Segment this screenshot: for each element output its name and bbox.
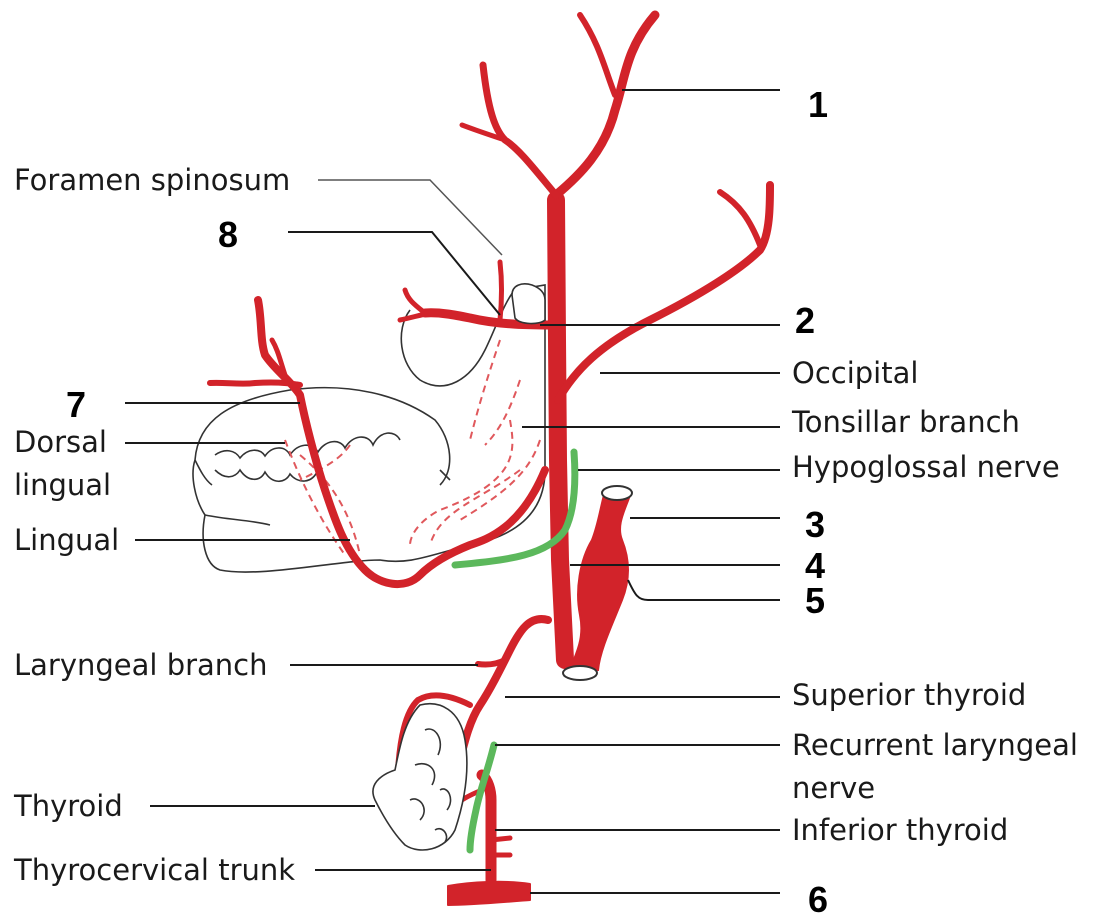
label-occipital: Occipital bbox=[792, 356, 918, 390]
number-2: 2 bbox=[795, 300, 815, 341]
label-dorsal-lingual-line1: Dorsal bbox=[14, 425, 107, 459]
label-laryngeal-branch: Laryngeal branch bbox=[14, 648, 268, 682]
common-carotid-opening bbox=[563, 666, 597, 680]
label-recurrent-laryngeal-line1: Recurrent laryngeal bbox=[792, 728, 1078, 762]
label-inferior-thyroid: Inferior thyroid bbox=[792, 813, 1008, 847]
label-lingual: Lingual bbox=[14, 523, 119, 557]
label-foramen-spinosum: Foramen spinosum bbox=[14, 163, 290, 197]
condylar-process bbox=[512, 284, 545, 324]
label-thyroid: Thyroid bbox=[13, 789, 123, 823]
superficial-temporal-branch bbox=[556, 15, 655, 195]
number-1: 1 bbox=[808, 84, 828, 125]
label-tonsillar-branch: Tonsillar branch bbox=[791, 405, 1020, 439]
label-thyrocervical-trunk: Thyrocervical trunk bbox=[13, 853, 295, 887]
number-7: 7 bbox=[66, 384, 86, 425]
thyroid-gland bbox=[373, 704, 467, 850]
number-6: 6 bbox=[808, 879, 828, 917]
number-8: 8 bbox=[218, 214, 238, 255]
occipital-artery bbox=[558, 185, 770, 400]
number-3: 3 bbox=[805, 504, 825, 545]
label-dorsal-lingual-line2: lingual bbox=[14, 468, 111, 502]
label-superior-thyroid: Superior thyroid bbox=[792, 678, 1026, 712]
label-recurrent-laryngeal-line2: nerve bbox=[792, 771, 875, 805]
subclavian-artery bbox=[448, 882, 530, 905]
number-5: 5 bbox=[805, 580, 825, 621]
mandible-outline bbox=[193, 285, 545, 572]
label-hypoglossal-nerve: Hypoglossal nerve bbox=[792, 450, 1060, 484]
external-carotid-artery bbox=[556, 200, 565, 660]
internal-carotid-opening bbox=[602, 486, 632, 500]
